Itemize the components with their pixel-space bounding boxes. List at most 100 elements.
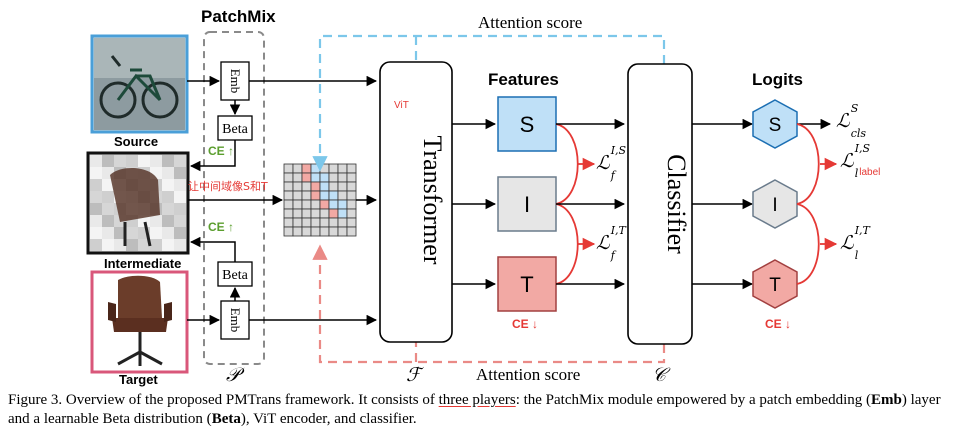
figure-caption: Figure 3. Overview of the proposed PMTra… — [8, 392, 941, 427]
feature-i-label: I — [524, 192, 530, 217]
mix-patch — [174, 227, 186, 239]
mix-patch — [174, 215, 186, 227]
mix-patch — [162, 167, 174, 179]
patch-cell — [292, 199, 303, 210]
mix-patch — [114, 155, 126, 167]
arrow-beta-top-to-intermediate — [189, 140, 236, 172]
mix-patch — [162, 203, 174, 215]
logit-s-hexagon — [752, 99, 798, 149]
mix-patch — [90, 239, 102, 251]
mix-patch — [174, 239, 186, 251]
patch-cell — [319, 226, 330, 237]
transformer-label: Transformer — [418, 135, 447, 264]
mix-patch — [114, 227, 126, 239]
mix-patch — [102, 179, 114, 191]
mix-patch — [90, 203, 102, 215]
patch-cell — [292, 226, 303, 237]
patchmix-title: PatchMix — [201, 7, 276, 26]
arrow-beta-bottom-to-intermediate — [189, 236, 236, 262]
emb-label-top: Emb — [228, 69, 243, 94]
patch-cell — [319, 199, 330, 210]
mix-patch — [174, 203, 186, 215]
patch-grid — [283, 163, 357, 237]
patch-cell — [283, 163, 294, 174]
mix-patch — [102, 155, 114, 167]
logit-loss-arc-s — [796, 123, 820, 205]
patch-cell — [337, 208, 348, 219]
classifier-label: Classifier — [662, 154, 691, 254]
mix-patch — [90, 179, 102, 191]
patch-cell — [292, 208, 303, 219]
mix-patch — [102, 191, 114, 203]
feature-loss-arc-s — [555, 123, 579, 205]
patch-cell — [319, 181, 330, 192]
patch-cell — [337, 190, 348, 201]
patch-cell — [310, 217, 321, 228]
patch-cell — [283, 208, 294, 219]
patch-cell — [292, 190, 303, 201]
patch-cell — [301, 163, 312, 174]
patch-cell — [310, 208, 321, 219]
mix-patch — [102, 215, 114, 227]
ce-down-label-logits: CE ↓ — [765, 317, 792, 331]
patch-cell — [319, 217, 330, 228]
mix-patch — [90, 191, 102, 203]
patchmix-box — [203, 31, 265, 365]
mix-patch — [174, 167, 186, 179]
source-image — [90, 34, 189, 134]
patch-cell — [328, 199, 339, 210]
patch-cell — [328, 208, 339, 219]
patch-cell — [319, 190, 330, 201]
mix-patch — [150, 215, 162, 227]
script-p-label: 𝒫 — [226, 364, 240, 386]
patch-cell — [328, 217, 339, 228]
patch-cell — [346, 208, 357, 219]
emb-label-bottom: Emb — [228, 308, 243, 333]
patch-cell — [337, 163, 348, 174]
feature-s-label: S — [520, 112, 535, 137]
patch-cell — [346, 199, 357, 210]
mix-patch — [126, 227, 138, 239]
mix-patch — [126, 155, 138, 167]
logit-loss-arc-t — [796, 203, 820, 285]
mix-patch — [150, 239, 162, 251]
logit-i-hexagon — [752, 179, 798, 229]
mix-patch — [90, 155, 102, 167]
attention-score-top: Attention score — [478, 13, 583, 32]
intermediate-image — [86, 151, 190, 255]
patch-cell — [337, 172, 348, 183]
ce-up-label-bottom: CE ↑ — [208, 220, 235, 234]
mix-patch — [162, 191, 174, 203]
mix-patch — [114, 239, 126, 251]
patch-cell — [283, 199, 294, 210]
emb-box-top — [220, 61, 250, 101]
mix-patch — [102, 203, 114, 215]
patch-cell — [328, 226, 339, 237]
mix-patch — [102, 227, 114, 239]
patch-cell — [310, 163, 321, 174]
patch-cell — [283, 226, 294, 237]
script-f-label: ℱ — [406, 364, 421, 386]
chinese-annotation: 让中间域像S和T — [188, 180, 268, 193]
logit-i-label: I — [772, 195, 777, 216]
patch-cell — [319, 172, 330, 183]
patch-cell — [328, 190, 339, 201]
patch-cell — [292, 217, 303, 228]
patch-cell — [301, 199, 312, 210]
patch-cell — [346, 181, 357, 192]
patch-cell — [310, 172, 321, 183]
mix-patch — [150, 227, 162, 239]
patch-cell — [346, 172, 357, 183]
mix-patch — [162, 215, 174, 227]
patch-cell — [283, 172, 294, 183]
patch-cell — [301, 181, 312, 192]
vit-annotation: ViT — [394, 100, 409, 111]
feature-s-box — [497, 96, 557, 152]
mix-patch — [138, 239, 150, 251]
patch-cell — [292, 172, 303, 183]
mix-patch — [138, 155, 150, 167]
